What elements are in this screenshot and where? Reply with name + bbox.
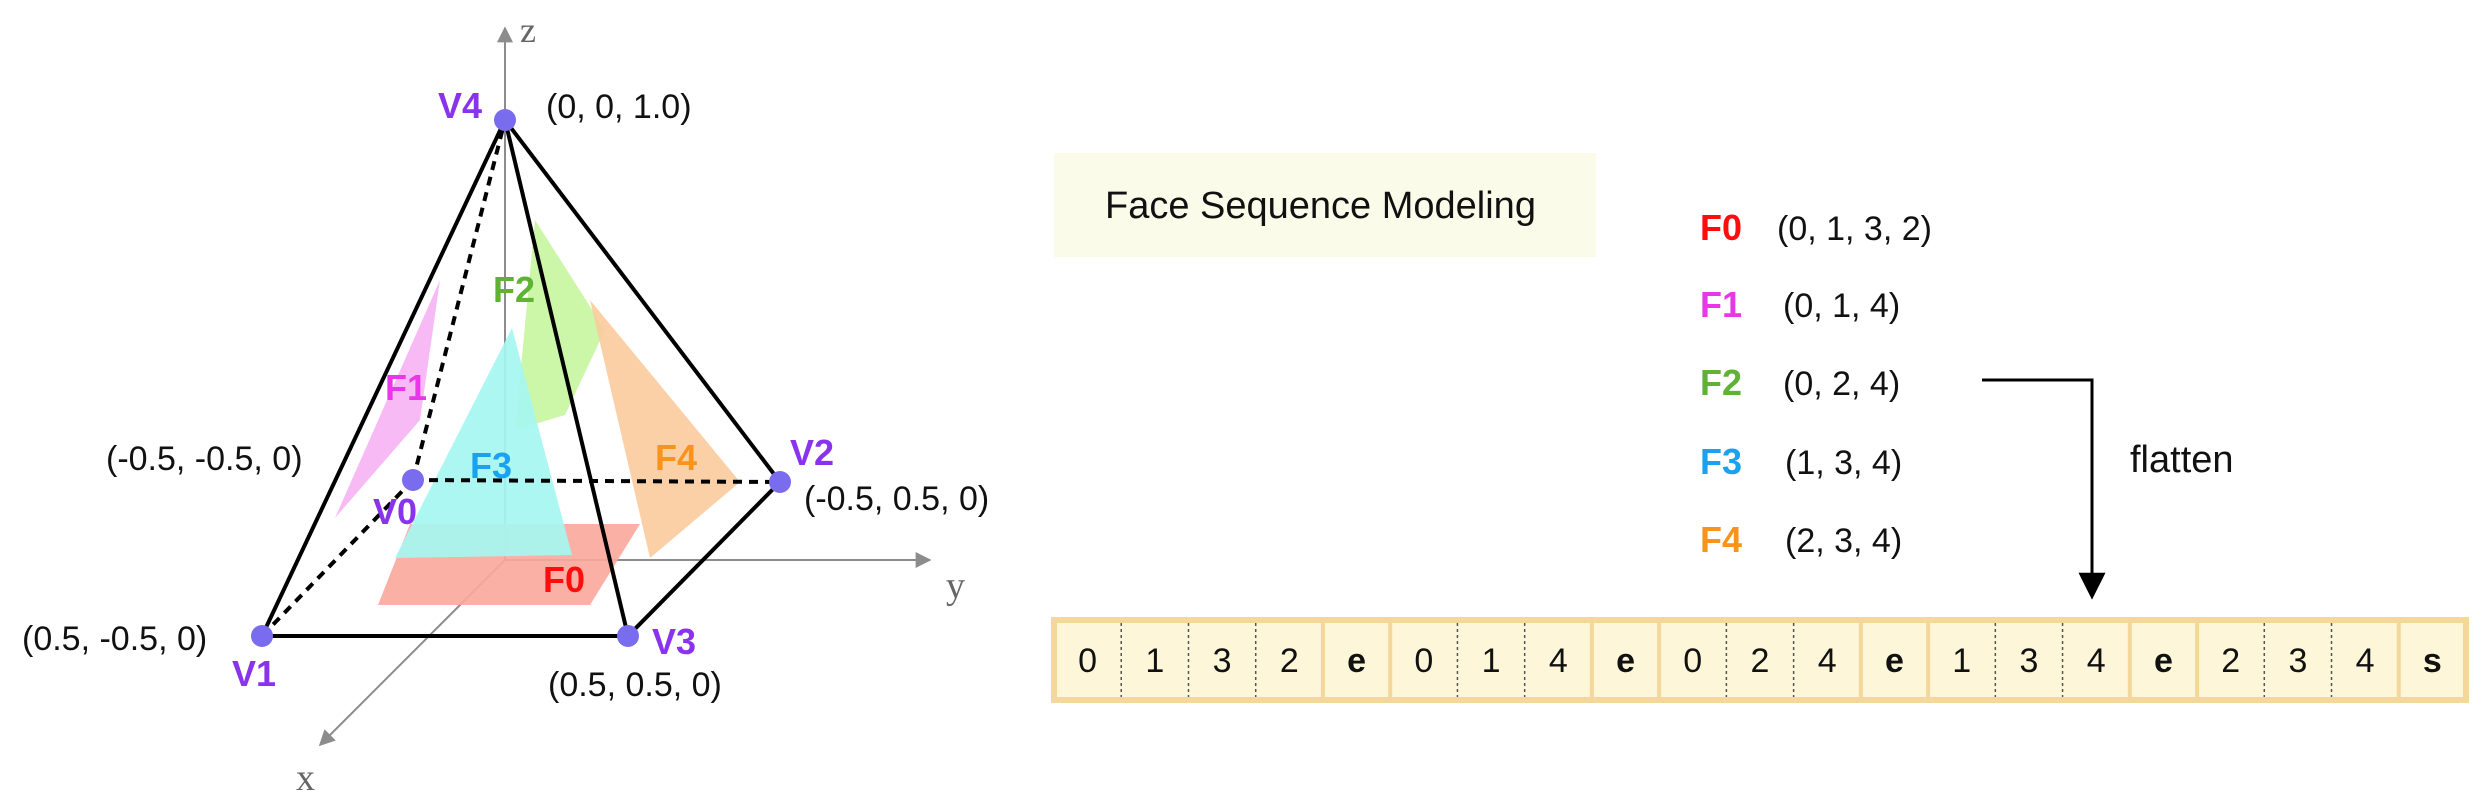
sequence-token: 2 xyxy=(1751,642,1770,680)
sequence-token: e xyxy=(1347,642,1366,680)
sequence-token: e xyxy=(2154,642,2173,680)
face-labels-on-pyramid: F0 F1 F2 F3 F4 xyxy=(385,269,697,600)
hidden-edge-v0-v2 xyxy=(412,478,781,484)
sequence-token: e xyxy=(1885,642,1904,680)
sequence-token: 4 xyxy=(1818,642,1837,680)
flatten-arrow: flatten xyxy=(1982,378,2234,600)
x-axis-label: x xyxy=(296,757,315,799)
face-f4-label: F4 xyxy=(655,437,697,478)
hidden-edge-v0-v1 xyxy=(260,478,415,638)
edge-v3-v2 xyxy=(626,480,782,638)
sequence-token: 0 xyxy=(1414,642,1433,680)
face-f1-shape xyxy=(335,280,440,518)
vertex-v2-label: V2 xyxy=(790,432,834,473)
vertex-v1-dot xyxy=(251,625,273,647)
title-background xyxy=(1054,153,1596,257)
edge-v1-v4 xyxy=(260,119,507,637)
sequence-strip-background xyxy=(1051,617,2469,703)
face-f1-label: F1 xyxy=(385,367,427,408)
sequence-token: 3 xyxy=(2288,642,2307,680)
vertex-v0-coordinate: (-0.5, -0.5, 0) xyxy=(106,440,303,478)
face-list-f1-label: F1 xyxy=(1700,284,1742,325)
edge-v3-v4 xyxy=(503,119,630,637)
vertex-v3-label: V3 xyxy=(652,621,696,662)
title-text: Face Sequence Modeling xyxy=(1105,185,1536,227)
sequence-token: 2 xyxy=(2221,642,2240,680)
vertex-v4-label: V4 xyxy=(438,85,482,126)
face-list: F0 (0, 1, 3, 2) F1 (0, 1, 4) F2 (0, 2, 4… xyxy=(1700,207,1932,560)
sequence-token: e xyxy=(1616,642,1635,680)
face-list-f4-label: F4 xyxy=(1700,519,1742,560)
vertex-v1-label: V1 xyxy=(232,653,276,694)
pyramid-edges xyxy=(260,118,782,638)
face-list-f4-indices: (2, 3, 4) xyxy=(1785,522,1902,560)
vertex-v2-coordinate: (-0.5, 0.5, 0) xyxy=(804,480,989,518)
sequence-token: 1 xyxy=(1145,642,1164,680)
title-box: Face Sequence Modeling xyxy=(1054,153,1596,257)
vertex-v4-dot xyxy=(494,109,516,131)
sequence-token: 4 xyxy=(2356,642,2375,680)
sequence-token: 3 xyxy=(1213,642,1232,680)
vertex-v0-dot xyxy=(402,469,424,491)
face-list-f3-indices: (1, 3, 4) xyxy=(1785,444,1902,482)
face-f2-shape xyxy=(515,220,605,430)
vertex-v4-coordinate: (0, 0, 1.0) xyxy=(546,88,692,126)
face-shapes xyxy=(335,220,740,605)
z-axis-label: z xyxy=(520,10,536,50)
sequence-token: 0 xyxy=(1683,642,1702,680)
flatten-label: flatten xyxy=(2130,439,2234,481)
sequence-token: s xyxy=(2423,642,2442,680)
sequence-token: 3 xyxy=(2019,642,2038,680)
vertex-v2-dot xyxy=(769,471,791,493)
edge-v2-v4 xyxy=(503,118,782,484)
face-list-f0-label: F0 xyxy=(1700,207,1742,248)
face-f4-shape xyxy=(590,300,740,558)
face-list-f3-label: F3 xyxy=(1700,441,1742,482)
face-list-f2-indices: (0, 2, 4) xyxy=(1783,365,1900,403)
face-f0-label: F0 xyxy=(543,559,585,600)
vertex-v3-coordinate: (0.5, 0.5, 0) xyxy=(548,666,722,704)
vertex-v0-label: V0 xyxy=(373,491,417,532)
sequence-token: 4 xyxy=(2087,642,2106,680)
sequence-token: 2 xyxy=(1280,642,1299,680)
vertex-v3-dot xyxy=(617,625,639,647)
sequence-token: 1 xyxy=(1952,642,1971,680)
sequence-strip: 0 1 3 2 e 0 1 4 e 0 2 4 e 1 3 4 e 2 3 4 s xyxy=(1051,617,2469,703)
sequence-token: 4 xyxy=(1549,642,1568,680)
face-f3-shape xyxy=(395,328,572,558)
vertex-v1-coordinate: (0.5, -0.5, 0) xyxy=(22,620,207,658)
face-list-f0-indices: (0, 1, 3, 2) xyxy=(1777,210,1932,248)
sequence-token: 1 xyxy=(1482,642,1501,680)
face-f2-label: F2 xyxy=(493,269,535,310)
sequence-token: 0 xyxy=(1078,642,1097,680)
face-list-f1-indices: (0, 1, 4) xyxy=(1783,287,1900,325)
face-list-f2-label: F2 xyxy=(1700,362,1742,403)
flatten-arrow-line xyxy=(1982,378,2106,600)
hidden-edge-v0-v4 xyxy=(411,119,507,481)
y-axis-label: y xyxy=(946,565,965,607)
face-f3-label: F3 xyxy=(470,445,512,486)
vertices: V0 V1 V2 V3 V4 (-0.5, -0.5, 0) (0.5, -0.… xyxy=(22,85,989,704)
